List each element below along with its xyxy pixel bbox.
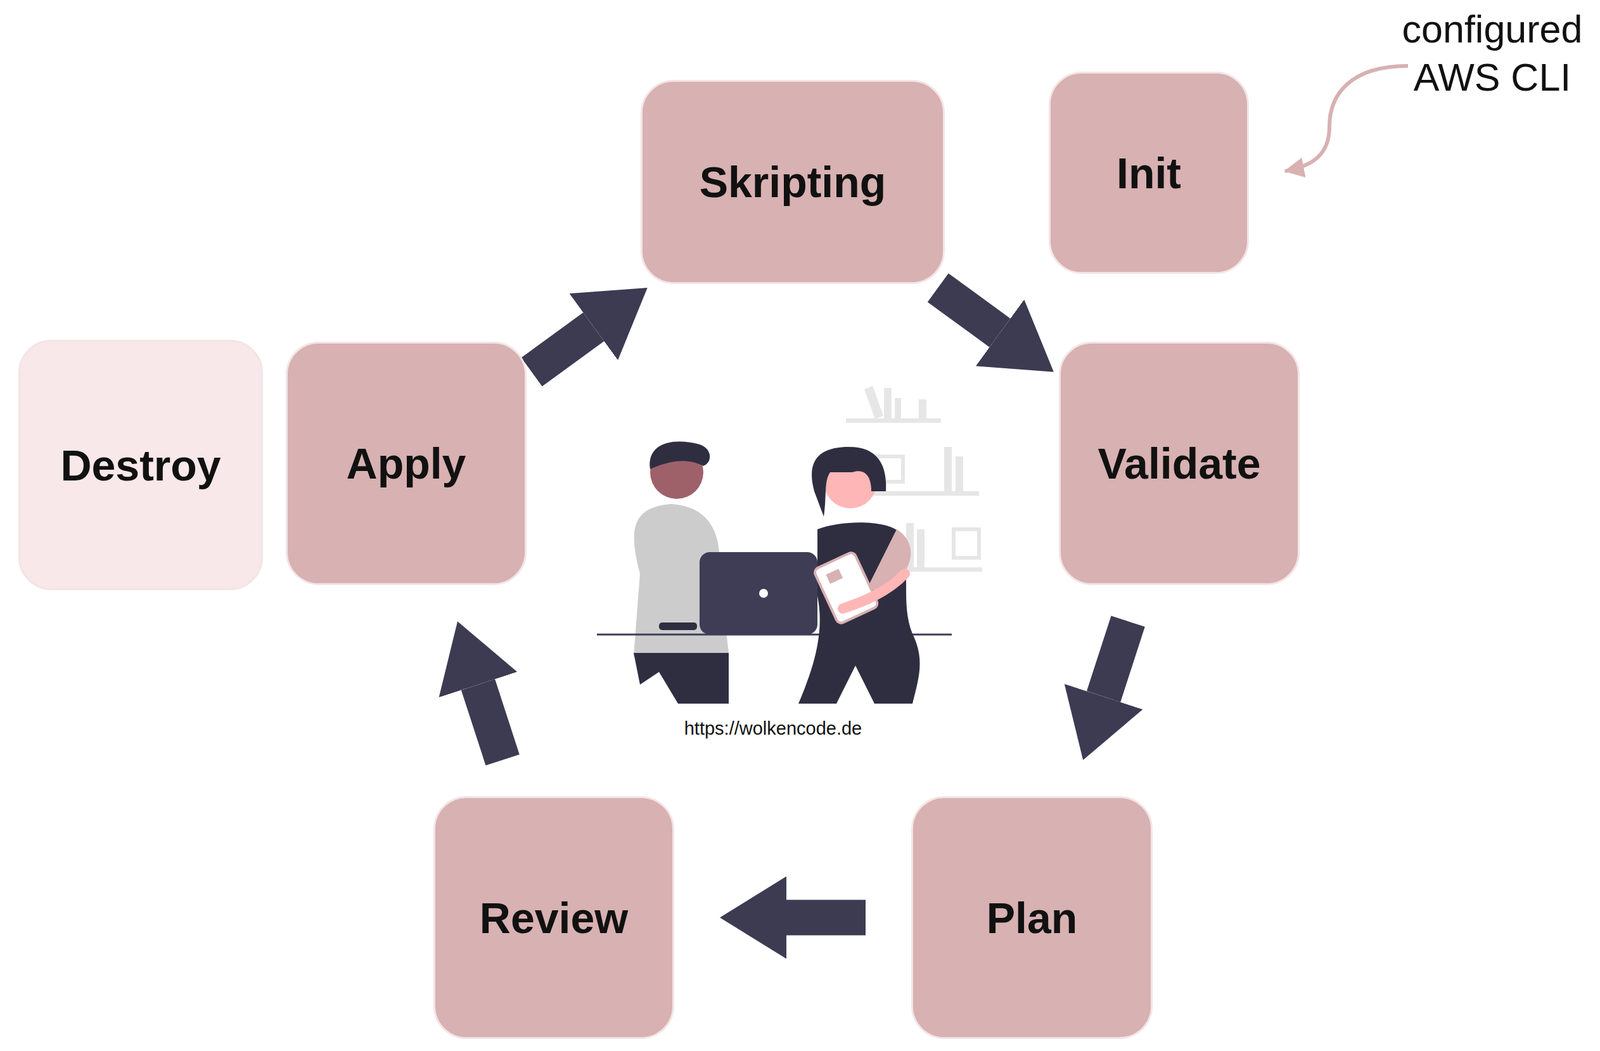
step-label: Skripting [699,157,887,207]
flow-arrow [1103,620,1129,697]
watermark-url: https://wolkencode.de [659,717,888,740]
flow-arrow [531,326,594,372]
process-box: Skripting [640,79,945,284]
person-woman [798,446,921,704]
step-label: Init [1116,148,1182,198]
flow-arrow [937,287,1000,333]
flow-arrow [477,684,503,760]
process-box: Destroy [18,339,263,590]
process-box: Apply [285,341,527,585]
laptop [699,551,818,635]
process-box: Plan [911,795,1153,1039]
process-box: Review [433,795,675,1039]
flow-arrow [786,899,866,936]
step-label: Destroy [60,440,221,490]
step-label: Plan [986,892,1078,943]
leader-line [1285,65,1408,172]
step-label: Apply [346,438,467,488]
process-box: Validate [1058,341,1300,585]
process-box: Init [1048,71,1249,274]
step-label: Review [479,892,628,943]
step-label: Validate [1097,438,1261,488]
callout-note: configured AWS CLI [1390,5,1594,103]
